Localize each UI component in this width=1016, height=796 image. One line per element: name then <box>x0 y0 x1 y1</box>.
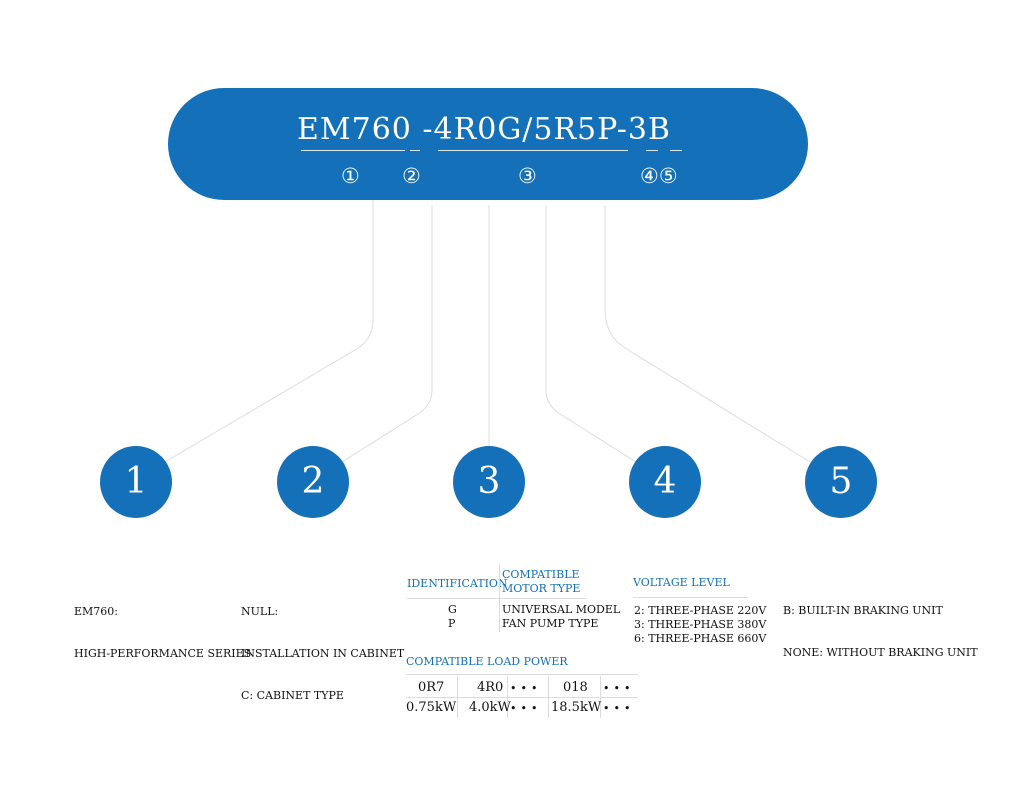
underline-installation <box>410 150 420 151</box>
voltage-line-380: 3: THREE-PHASE 380V <box>634 618 767 631</box>
model-code-banner <box>168 88 808 200</box>
connector-5 <box>604 205 811 463</box>
underline-braking <box>670 150 682 151</box>
desc-braking-line2: NONE: WITHOUT BRAKING UNIT <box>783 646 978 659</box>
load-code-0r7: 0R7 <box>418 680 445 695</box>
motor-row-g-id: G <box>448 603 457 616</box>
load-table-mid-line <box>406 697 638 698</box>
model-code: EM760 -4R0G/5R5P-3B <box>297 112 671 147</box>
voltage-line-660: 6: THREE-PHASE 660V <box>634 632 767 645</box>
motor-row-p-id: P <box>448 617 456 630</box>
load-table-col-line-4 <box>600 676 601 718</box>
desc-installation-line1: NULL: <box>241 605 279 618</box>
desc-series-line2: HIGH-PERFORMANCE SERIES <box>74 647 252 660</box>
circle-2: 2 <box>277 446 349 518</box>
load-code-018: 018 <box>563 680 588 695</box>
connector-1 <box>164 200 374 463</box>
load-value-ellipsis-1: ••• <box>510 702 542 715</box>
load-value-18-5kw: 18.5kW <box>551 700 602 715</box>
load-power-title: COMPATIBLE LOAD POWER <box>406 655 568 668</box>
load-value-4-0kw: 4.0kW <box>469 700 511 715</box>
circle-4: 4 <box>629 446 701 518</box>
load-value-0-75kw: 0.75kW <box>406 700 457 715</box>
load-value-ellipsis-2: ••• <box>603 702 635 715</box>
circle-5: 5 <box>805 446 877 518</box>
motor-table-header-type-l2: MOTOR TYPE <box>502 582 581 595</box>
voltage-level-header: VOLTAGE LEVEL <box>633 576 730 589</box>
load-table-col-line-3 <box>548 676 549 718</box>
load-code-ellipsis-2: ••• <box>603 682 635 695</box>
desc-installation-line3: C: CABINET TYPE <box>241 689 344 702</box>
underline-voltage <box>646 150 658 151</box>
circle-1: 1 <box>100 446 172 518</box>
circle-3: 3 <box>453 446 525 518</box>
load-code-ellipsis-1: ••• <box>510 682 542 695</box>
desc-installation-line2: INSTALLATION IN CABINET <box>241 647 405 660</box>
segment-marker-3: ③ <box>518 164 537 188</box>
segment-marker-4-5: ④⑤ <box>640 164 678 188</box>
load-table-col-line-2 <box>507 676 508 718</box>
desc-series: EM760: HIGH-PERFORMANCE SERIES <box>74 577 251 675</box>
motor-table-header-id: IDENTIFICATION <box>407 577 508 590</box>
load-code-4r0: 4R0 <box>477 680 504 695</box>
underline-power-type <box>438 150 628 151</box>
desc-braking: B: BUILT-IN BRAKING UNIT NONE: WITHOUT B… <box>783 576 978 674</box>
desc-series-line1: EM760: <box>74 605 118 618</box>
voltage-line-220: 2: THREE-PHASE 220V <box>634 604 767 617</box>
desc-installation: NULL: INSTALLATION IN CABINET C: CABINET… <box>241 577 404 717</box>
segment-marker-2: ② <box>402 164 421 188</box>
desc-braking-line1: B: BUILT-IN BRAKING UNIT <box>783 604 943 617</box>
motor-table-header-type-l1: COMPATIBLE <box>502 568 580 581</box>
load-table-top-line <box>406 674 638 675</box>
motor-row-g-type: UNIVERSAL MODEL <box>502 603 621 616</box>
load-table-col-line-1 <box>457 676 458 718</box>
voltage-divider <box>633 597 748 598</box>
segment-marker-1: ① <box>341 164 360 188</box>
motor-table-divider-h <box>407 598 587 599</box>
underline-series <box>301 150 405 151</box>
motor-row-p-type: FAN PUMP TYPE <box>502 617 599 630</box>
connector-4 <box>545 205 637 463</box>
connector-2 <box>341 205 433 463</box>
